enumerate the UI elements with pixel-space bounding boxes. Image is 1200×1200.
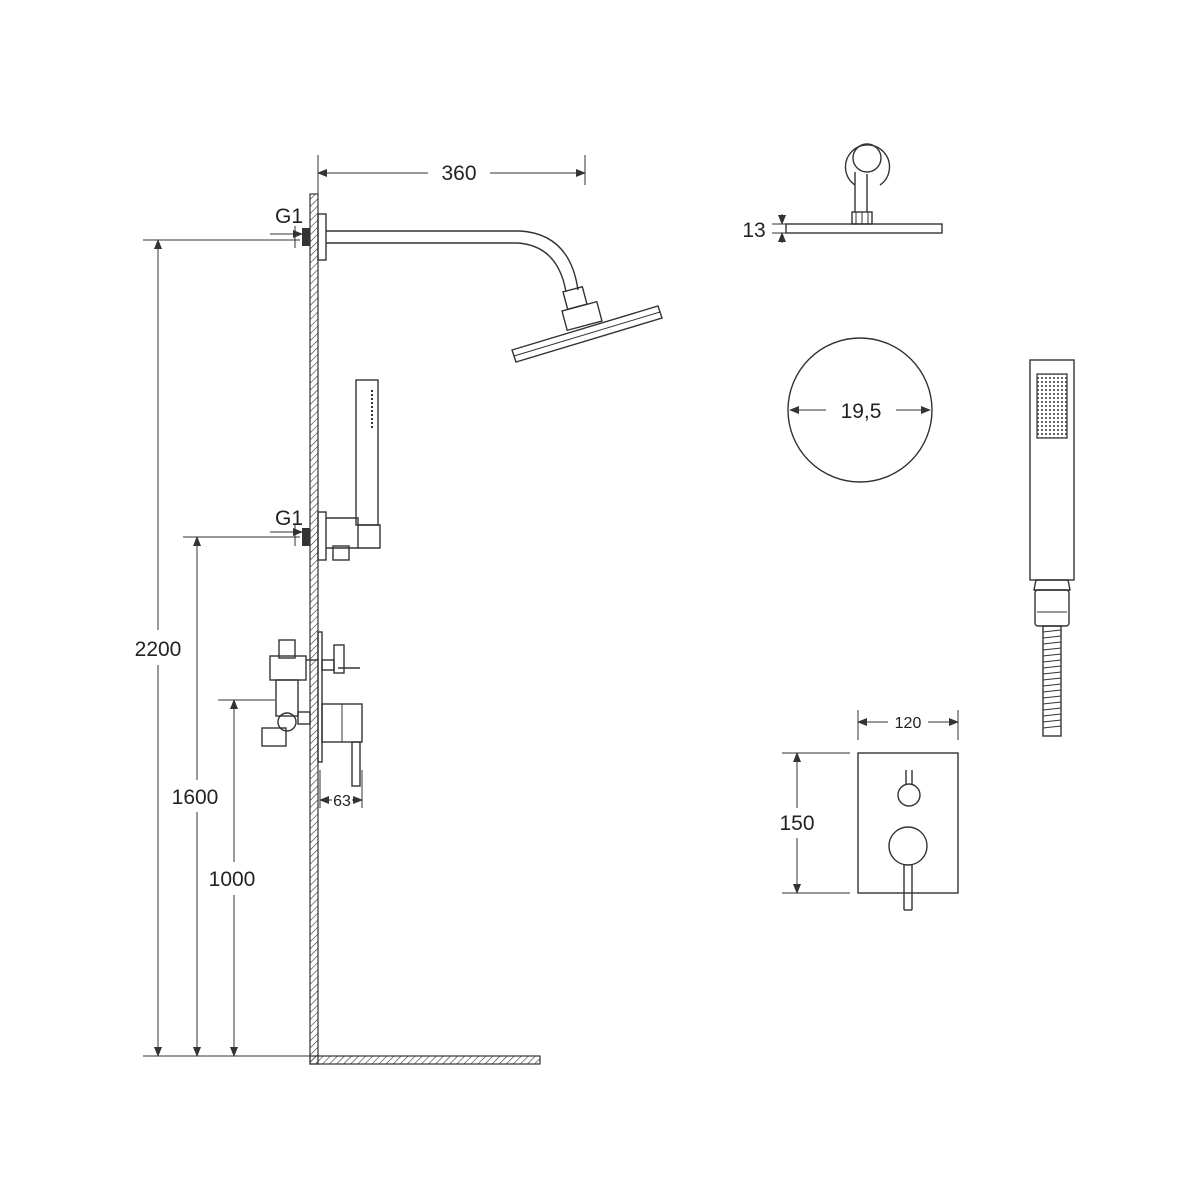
concealed-mixer-side-view <box>261 631 363 787</box>
dimension-head-thickness <box>772 214 786 243</box>
plate-width-label: 120 <box>895 715 922 732</box>
shower-head-top-view <box>787 337 933 483</box>
head-diameter-label: 19,5 <box>841 400 882 423</box>
floor-section <box>309 1055 541 1065</box>
dimension-plate <box>782 710 959 894</box>
hand-shower-side-view <box>302 379 381 561</box>
height-outlet-label: 1600 <box>172 786 219 809</box>
shower-head-front-view <box>785 143 943 234</box>
dimension-lines-left <box>143 155 586 1057</box>
plate-height-label: 150 <box>779 812 814 835</box>
shower-arm <box>302 213 579 293</box>
mixer-depth-label: 63 <box>333 793 351 810</box>
mixer-plate-front-view <box>857 752 959 911</box>
arm-length-label: 360 <box>441 162 476 185</box>
head-thickness-label: 13 <box>742 219 765 242</box>
hand-shower-front-view <box>1029 359 1075 737</box>
thread-top-label: G1 <box>275 205 303 228</box>
height-total-label: 2200 <box>135 638 182 661</box>
height-mixer-label: 1000 <box>209 868 256 891</box>
wall-section <box>309 193 319 1065</box>
shower-head-side-view <box>511 285 663 363</box>
thread-mid-label: G1 <box>275 507 303 530</box>
